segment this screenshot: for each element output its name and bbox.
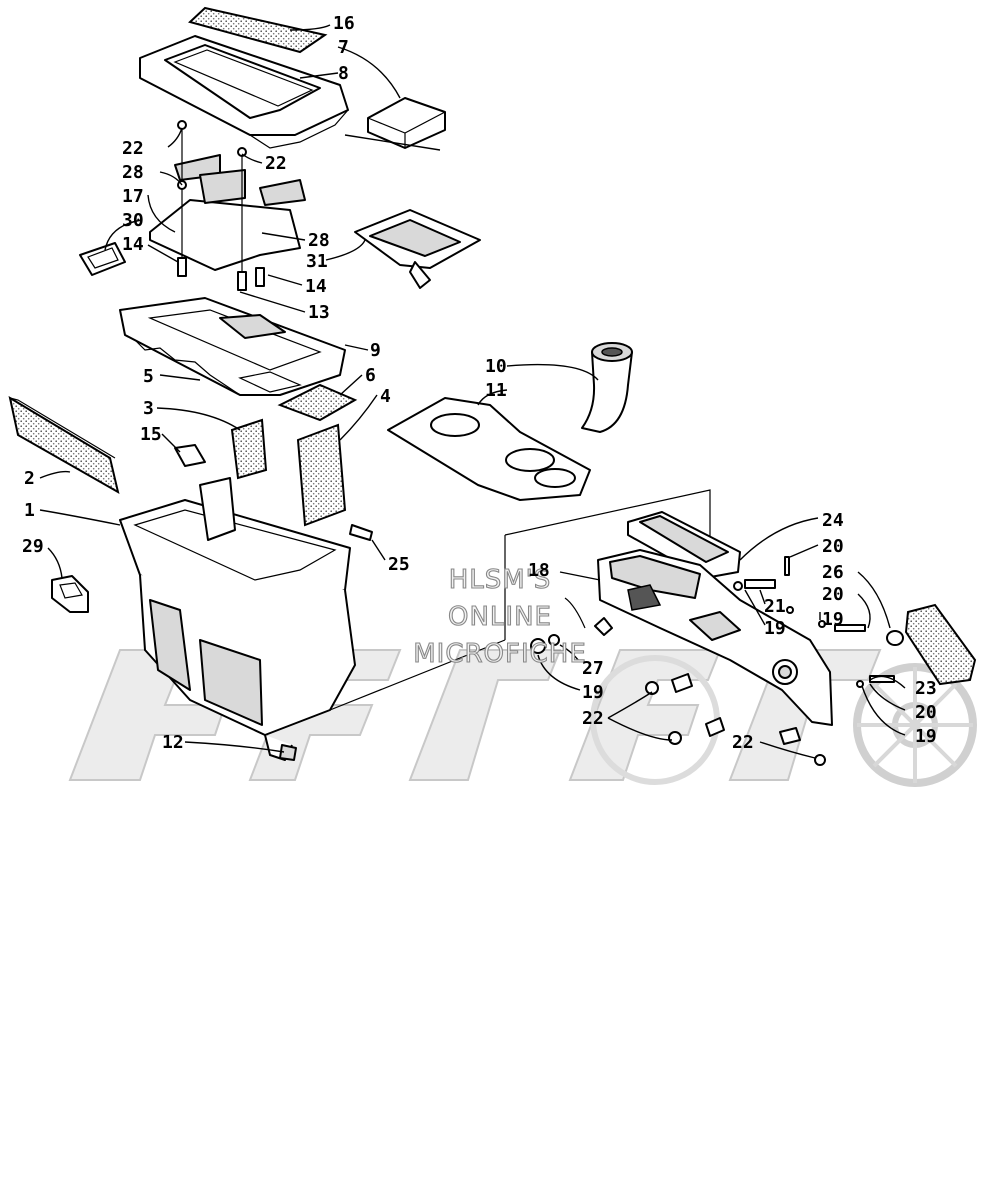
callout-14-b: 14	[305, 276, 327, 297]
elbow-duct-part-10	[581, 342, 633, 433]
leader-lines	[39, 24, 906, 759]
drain-part-12	[279, 744, 297, 761]
callout-23: 23	[915, 678, 937, 699]
callout-20-a: 20	[822, 536, 844, 557]
callout-14-a: 14	[122, 234, 144, 255]
callout-15: 15	[140, 424, 162, 445]
foam-filter-part-7	[367, 97, 446, 149]
callout-20-c: 20	[915, 702, 937, 723]
callout-19-c: 19	[582, 682, 604, 703]
callout-18: 18	[528, 560, 550, 581]
callout-22-d: 22	[732, 732, 754, 753]
airbox-base-part-1	[119, 477, 356, 761]
seal-part-4	[296, 423, 347, 527]
grommet-part-30	[79, 242, 126, 276]
watermark-line-2: ONLINE	[448, 602, 552, 632]
callout-6: 6	[365, 365, 376, 386]
watermark-line-3: MICROFICHE	[413, 639, 587, 669]
callout-3: 3	[143, 398, 154, 419]
bracket-part-29	[51, 575, 89, 613]
callout-22-a: 22	[122, 138, 144, 159]
seal-part-3	[230, 418, 268, 480]
callout-labels: 16 7 8 22 22 28 17 30 14 28 31 14 13 9 5…	[22, 13, 937, 753]
callout-4: 4	[380, 386, 391, 407]
callout-28-b: 28	[308, 230, 330, 251]
foam-pad-part-2	[8, 395, 120, 495]
callout-1: 1	[24, 500, 35, 521]
callout-7: 7	[338, 37, 349, 58]
callout-13: 13	[308, 302, 330, 323]
callout-8: 8	[338, 63, 349, 84]
callout-19-d: 19	[915, 726, 937, 747]
callout-27: 27	[582, 658, 604, 679]
electrical-plate-part-17	[149, 120, 306, 291]
plug-part-26	[886, 630, 904, 646]
intake-duct-part-31	[354, 209, 481, 289]
callout-26: 26	[822, 562, 844, 583]
callout-21: 21	[764, 596, 786, 617]
callout-17: 17	[122, 186, 144, 207]
mounting-plate-part-11	[387, 397, 591, 501]
callout-11: 11	[485, 380, 507, 401]
seal-part-6	[277, 383, 358, 422]
filter-block-part-23	[904, 603, 977, 686]
callout-29: 29	[22, 536, 44, 557]
callout-19-b: 19	[764, 618, 786, 639]
callout-22-b: 22	[265, 153, 287, 174]
callout-19-a: 19	[822, 609, 844, 630]
callout-25: 25	[388, 554, 410, 575]
filter-screen-part-16	[188, 6, 328, 54]
callout-16: 16	[333, 13, 355, 34]
watermark-text: HLSM'S ONLINE MICROFICHE	[413, 564, 587, 669]
airbox-lid-part-5	[119, 297, 346, 396]
grille-part-24	[627, 511, 741, 579]
watermark-line-1: HLSM'S	[449, 565, 552, 595]
callout-5: 5	[143, 366, 154, 387]
duct-housing-part-18	[597, 549, 833, 726]
callout-31: 31	[306, 251, 328, 272]
callout-24: 24	[822, 510, 844, 531]
callout-20-b: 20	[822, 584, 844, 605]
callout-28-a: 28	[122, 162, 144, 183]
callout-12: 12	[162, 732, 184, 753]
screw-part-25	[349, 524, 373, 541]
airbox-cover-part-8	[139, 35, 349, 149]
callout-30: 30	[122, 210, 144, 231]
callout-9: 9	[370, 340, 381, 361]
callout-2: 2	[24, 468, 35, 489]
outer-frame-box	[329, 489, 711, 711]
callout-22-c: 22	[582, 708, 604, 729]
callout-10: 10	[485, 356, 507, 377]
fitting-part-15	[174, 444, 206, 467]
